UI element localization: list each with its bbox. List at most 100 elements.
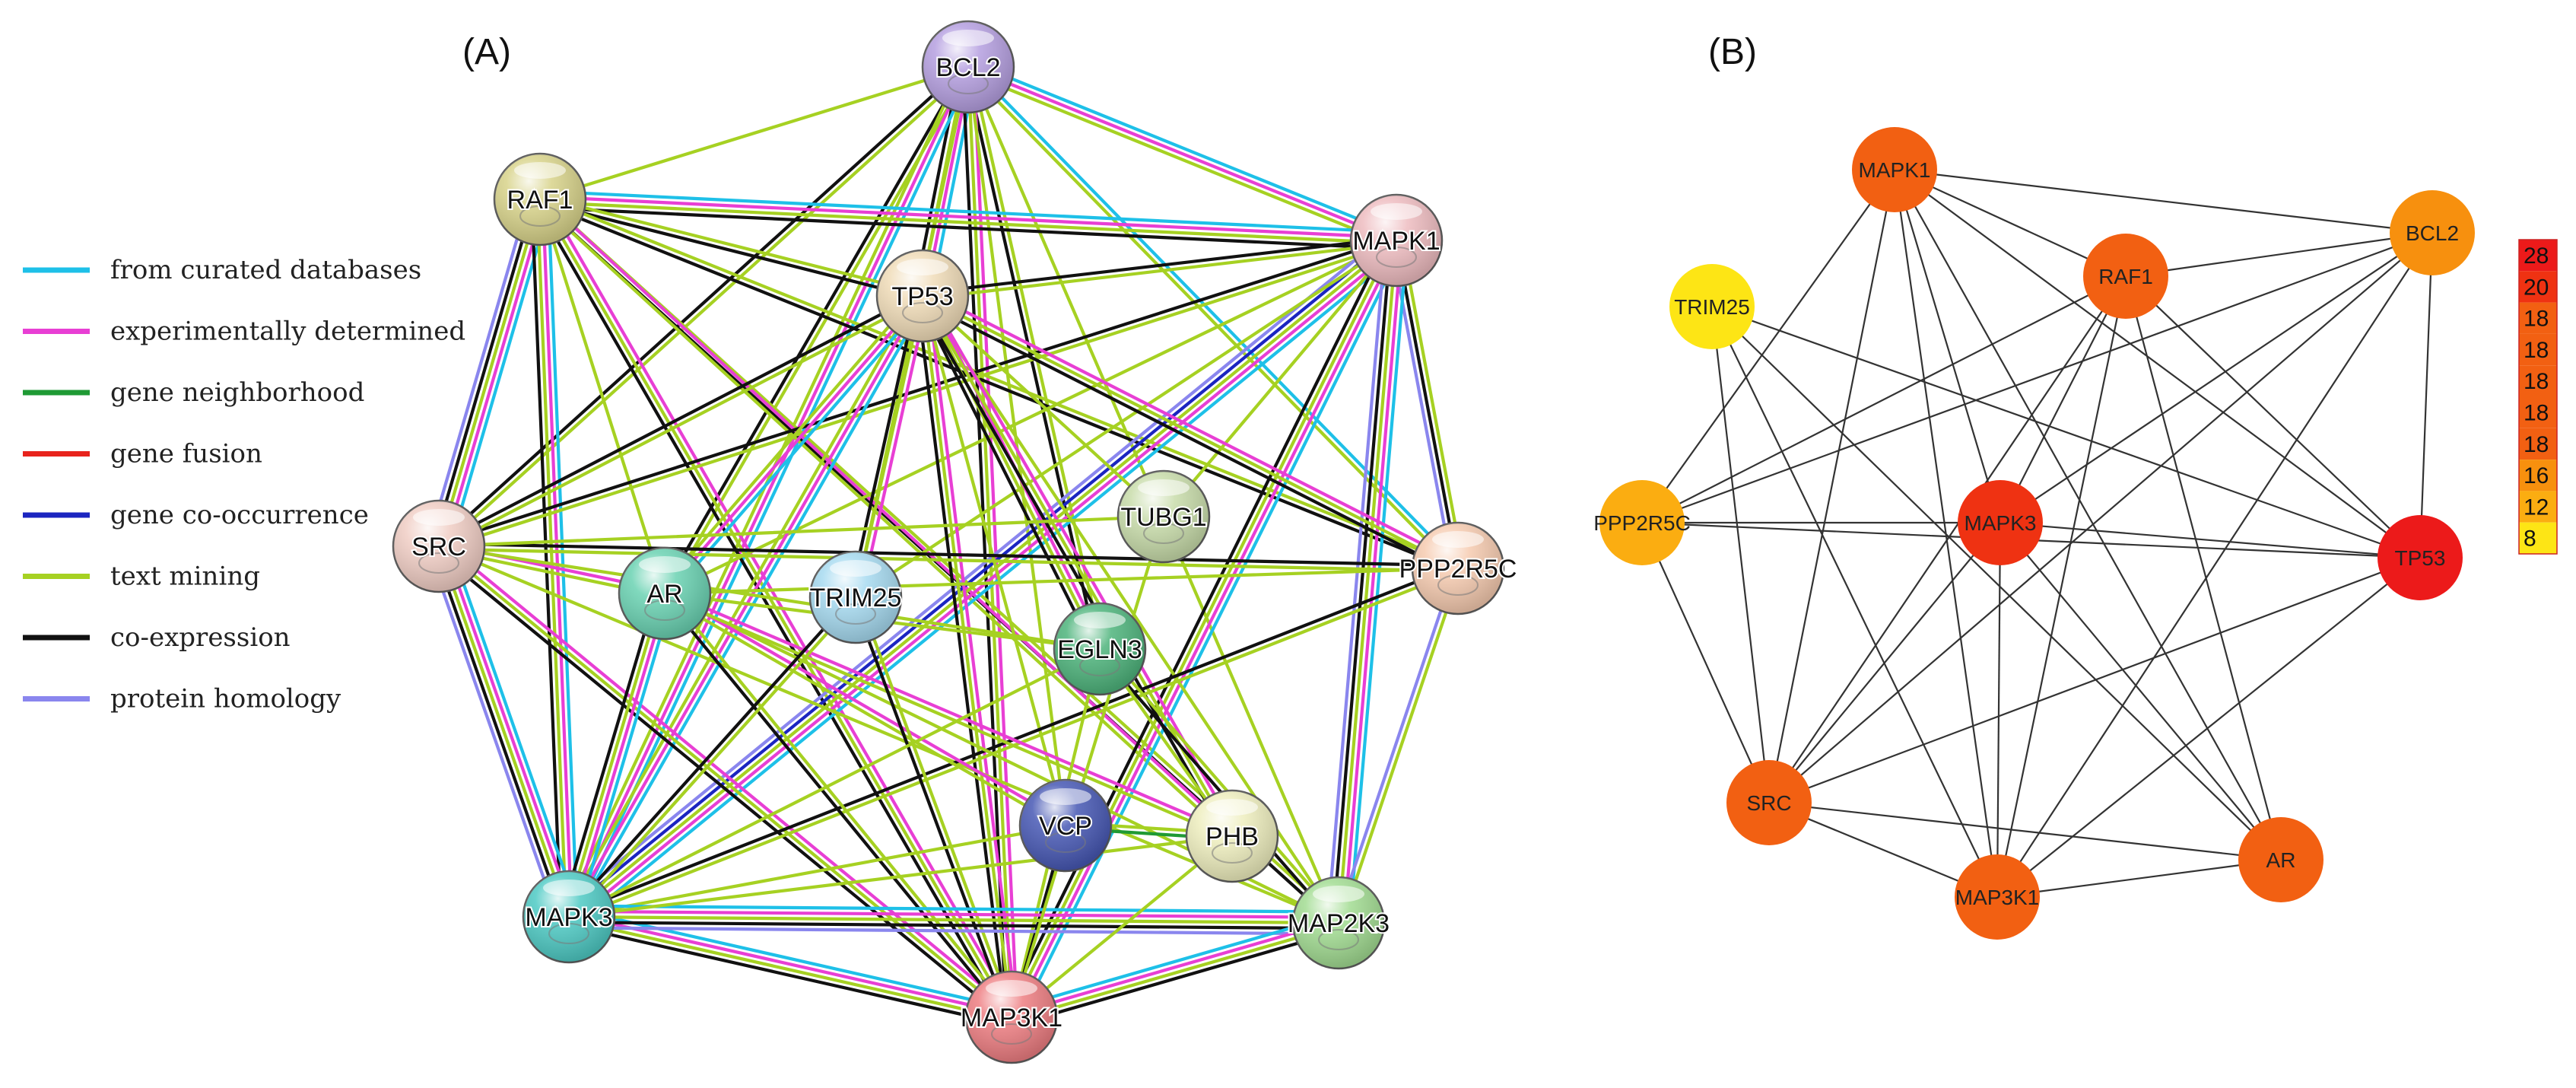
edge-PPP2R5C-MAP2K3	[1334, 565, 1463, 926]
edge-strand	[661, 593, 1012, 1021]
edge-strand	[437, 514, 1166, 549]
legend-entry: from curated databases	[23, 255, 421, 285]
node-bcl2: BCL2	[2390, 190, 2475, 275]
legend-entry: co-expression	[23, 622, 291, 653]
edge-strand	[539, 195, 1461, 568]
edge-SRC-EGLN3	[437, 544, 1102, 651]
node-label: MAP3K1	[961, 1004, 1062, 1032]
node-map2k3: MAP2K3	[1286, 876, 1391, 970]
edge-strand	[916, 297, 1097, 654]
edge-BCL2-PPP2R5C	[1641, 231, 2433, 524]
edge-BCL2-MAPK3	[1999, 232, 2433, 523]
panel-b-edges	[1641, 168, 2434, 899]
edge-strand	[565, 923, 1012, 1027]
node-highlight	[543, 880, 595, 896]
legend-entry: text mining	[23, 561, 260, 592]
edge-EGLN3-MAPK3	[567, 647, 1102, 919]
edge-strand	[964, 70, 1396, 247]
node-label: MAP2K3	[1288, 909, 1390, 938]
scale-cell: 20	[2519, 271, 2557, 303]
scale-swatch	[2519, 396, 2557, 428]
scale-swatch	[2519, 240, 2557, 272]
edge-strand	[537, 200, 1459, 573]
edge-PPP2R5C-AR	[662, 566, 1460, 596]
edge-strand	[570, 592, 669, 920]
edge-strand	[540, 196, 1236, 836]
edge-PHB-MAP3K1	[1009, 834, 1234, 1020]
edge-strand	[567, 823, 1068, 919]
node-trim25: TRIM25	[1669, 264, 1755, 349]
edge-strand	[440, 540, 1017, 1015]
edge-strand	[533, 200, 1008, 1022]
edge-strand	[435, 63, 968, 546]
edge-strand	[662, 294, 925, 596]
edge-strand	[427, 194, 532, 546]
edge-strand	[541, 197, 573, 918]
edge-AR-MAP3K1	[661, 590, 1015, 1021]
edge-strand	[543, 195, 1018, 1016]
edge-BCL2-VCP	[966, 65, 1068, 828]
edge-MAPK1-AR	[1894, 169, 2282, 861]
edge-strand	[1002, 235, 1391, 1016]
node-label: MAP3K1	[1955, 886, 2040, 909]
edge-RAF1-AR	[538, 197, 667, 596]
protein-structure-icon	[1079, 655, 1120, 676]
node-mapk1: MAPK1	[1349, 193, 1444, 288]
legend-label: gene fusion	[110, 439, 262, 469]
edge-strand	[662, 566, 1460, 596]
edge-strand	[559, 589, 659, 917]
scale-cell: 18	[2519, 333, 2557, 366]
scale-value: 16	[2524, 463, 2549, 488]
edge-strand	[565, 593, 856, 917]
edge-EGLN3-MAP2K3	[1096, 645, 1342, 927]
protein-structure-icon	[418, 552, 459, 574]
edge-strand	[437, 544, 571, 919]
edge-strand	[1334, 565, 1457, 924]
edge-strand	[432, 546, 566, 921]
node-label: TRIM25	[1674, 295, 1750, 319]
edge-MAPK3-TP53	[1999, 521, 2421, 559]
edge-PPP2R5C-SRC	[1641, 522, 1771, 803]
edge-strand	[1009, 834, 1234, 1020]
edge-MAPK3-MAP2K3	[567, 904, 1341, 936]
node-label: TUBG1	[1120, 503, 1206, 532]
node-highlight	[1313, 886, 1364, 902]
edge-strand	[574, 247, 1406, 927]
node-map3k1: MAP3K1	[959, 970, 1064, 1064]
scale-border	[2518, 239, 2558, 555]
legend-entry: gene co-occurrence	[23, 500, 369, 530]
edge-strand	[536, 199, 1232, 840]
node-highlight	[1138, 479, 1190, 496]
edge-strand	[1007, 237, 1396, 1018]
edge-strand	[538, 200, 924, 301]
edge-MAP3K1-AR	[1996, 858, 2282, 899]
node-label: SRC	[1746, 791, 1791, 815]
node-label: AR	[2266, 848, 2296, 872]
edge-strand	[437, 544, 1014, 1020]
edge-TP53-AR	[659, 291, 929, 599]
scale-value: 18	[2524, 307, 2549, 332]
edge-strand	[437, 547, 1460, 573]
edge-MAPK1-TP53	[1894, 169, 2421, 558]
legend-label: gene neighborhood	[110, 377, 364, 408]
node-label: MAPK3	[1965, 511, 2037, 535]
node-circle	[1726, 760, 1812, 845]
edge-strand	[546, 197, 579, 918]
node-circle	[1852, 127, 1937, 212]
edge-strand	[968, 60, 1400, 237]
edge-strand	[921, 241, 1399, 301]
edge-strand	[968, 63, 1462, 568]
edge-strand	[923, 289, 1463, 565]
edge-strand	[915, 294, 1008, 1020]
edge-strand	[1339, 568, 1463, 926]
node-gloss	[810, 552, 901, 643]
legend-label: protein homology	[110, 684, 341, 714]
edge-strand	[564, 590, 664, 918]
edge-SRC-TUBG1	[437, 514, 1166, 549]
edge-strand	[538, 195, 925, 295]
edge-strand	[1394, 238, 1460, 571]
edge-strand	[442, 542, 576, 917]
scale-value: 20	[2524, 275, 2549, 300]
